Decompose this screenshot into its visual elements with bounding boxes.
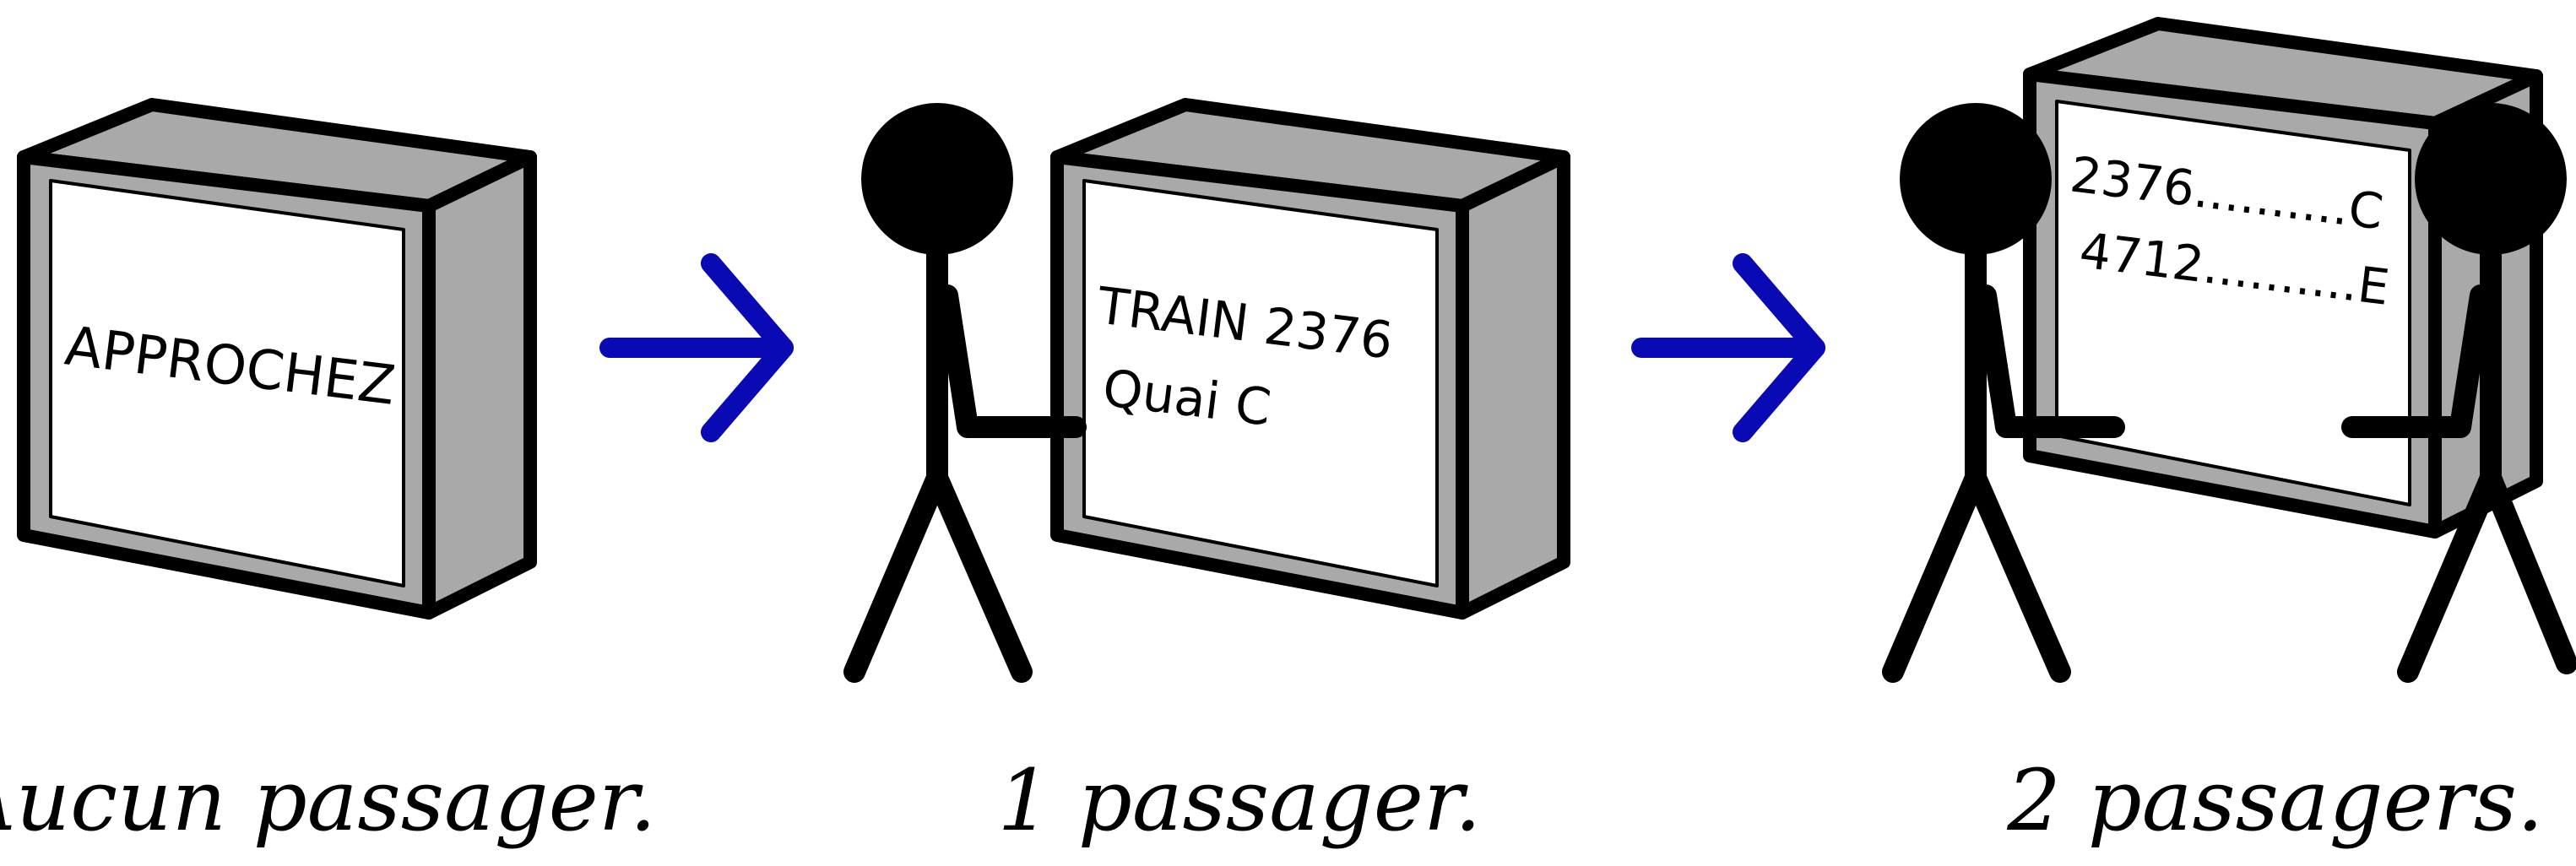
kiosk-screen: [49, 179, 405, 587]
caption-two-passengers: 2 passagers.: [2007, 751, 2544, 850]
panel-two-passengers: 2376..........C 4712..........E: [1882, 17, 2576, 683]
caption-one-passenger: 1 passager.: [997, 751, 1482, 850]
panel-one-passenger: TRAIN 2376 Quai C: [843, 98, 1570, 683]
kiosk-cabinet: [17, 98, 537, 620]
kiosk-cabinet: [2023, 17, 2543, 539]
arrow-right-icon: [1631, 253, 1825, 442]
person-icon: [843, 103, 1087, 683]
kiosk-screen: [2055, 100, 2411, 506]
kiosk-screen: [1082, 179, 1439, 587]
arrow-right-icon: [599, 253, 794, 442]
person-icon: [2341, 103, 2576, 683]
caption-no-passenger: Aucun passager.: [0, 751, 657, 850]
person-icon: [1882, 103, 2125, 683]
kiosk-cabinet: [1050, 98, 1570, 620]
panel-no-passenger: APPROCHEZ: [17, 98, 537, 620]
